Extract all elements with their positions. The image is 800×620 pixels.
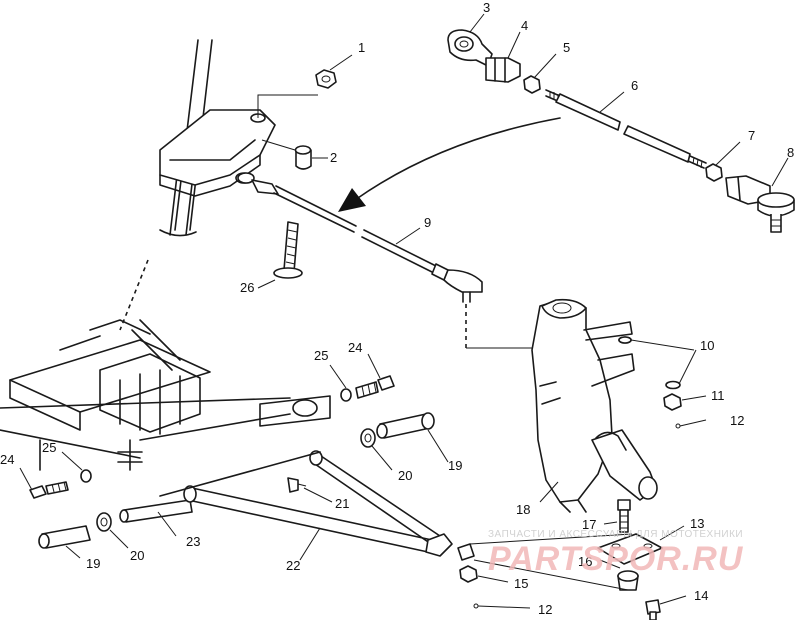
callout-2: 2 (330, 150, 337, 165)
callout-6: 6 (631, 78, 638, 93)
part-14-bolt (645, 595, 687, 620)
callout-20-upper: 20 (398, 468, 412, 483)
callout-21: 21 (335, 496, 349, 511)
watermark: ЗАПЧАСТИ И АКСЕССУАРЫ ДЛЯ МОТОТЕХНИКИ PA… (488, 529, 744, 578)
part-20-spacer-left (96, 512, 129, 549)
callout-3: 3 (483, 0, 490, 15)
part-7-jam-nut (705, 141, 741, 182)
part-13-ball-joint-plate (597, 525, 685, 565)
part-12-cotter-pin-upper (675, 419, 707, 429)
part-17-bolt (603, 499, 631, 533)
callout-13: 13 (690, 516, 704, 531)
part-24-bolt-upper (355, 353, 395, 399)
callout-7: 7 (748, 128, 755, 143)
callout-22: 22 (286, 558, 300, 573)
part-4-boot (485, 31, 521, 83)
part-12-cotter-pin-lower (473, 603, 531, 609)
part-15-nut (457, 543, 509, 583)
callout-12-upper: 12 (730, 413, 744, 428)
part-19-bushing-upper (376, 412, 449, 463)
part-10-washers (618, 336, 697, 390)
part-1-nut (315, 54, 353, 89)
callout-10: 10 (700, 338, 714, 353)
vehicle-frame (0, 319, 331, 471)
part-20-spacer-upper (360, 428, 393, 471)
callout-24-upper: 24 (348, 340, 362, 355)
part-11-nut (663, 393, 707, 411)
part-3-rod-end (447, 13, 493, 67)
callout-23: 23 (186, 534, 200, 549)
callout-12-lower: 12 (538, 602, 552, 617)
part-25-washer-upper (329, 364, 352, 402)
callout-19-left: 19 (86, 556, 100, 571)
part-22-a-arm (159, 450, 453, 561)
part-2-bushing (294, 145, 328, 170)
callout-5: 5 (563, 40, 570, 55)
part-16-ball-joint (599, 559, 639, 591)
part-21-grease-fitting (287, 477, 333, 503)
part-6-sleeve (545, 89, 707, 169)
callout-15: 15 (514, 576, 528, 591)
callout-18: 18 (516, 502, 530, 517)
part-26-bolt (257, 221, 303, 289)
callout-25-left: 25 (42, 440, 56, 455)
callout-11: 11 (711, 388, 725, 403)
part-24-bolt-left (19, 467, 69, 499)
callout-24-left: 24 (0, 452, 14, 467)
callout-14: 14 (694, 588, 708, 603)
callout-16: 16 (578, 554, 592, 569)
callout-25-upper: 25 (314, 348, 328, 363)
callout-4: 4 (521, 18, 528, 33)
callout-20-left: 20 (130, 548, 144, 563)
callout-26: 26 (240, 280, 254, 295)
watermark-brand: PARTSPOR.RU (488, 540, 744, 578)
callout-9: 9 (424, 215, 431, 230)
part-9-tie-rod (237, 172, 483, 303)
part-18-steering-knuckle (531, 298, 658, 513)
part-5-jam-nut (523, 53, 557, 94)
callout-8: 8 (787, 145, 794, 160)
assembly-arrow (338, 117, 561, 212)
steering-post (119, 39, 213, 371)
callout-1: 1 (358, 40, 365, 55)
part-8-ball-joint-end (725, 157, 795, 233)
callout-17: 17 (582, 517, 596, 532)
part-25-washer-left (61, 451, 92, 483)
part-19-bushing-left (38, 525, 91, 559)
watermark-subtitle: ЗАПЧАСТИ И АКСЕССУАРЫ ДЛЯ МОТОТЕХНИКИ (488, 529, 743, 540)
part-23-pivot-tube (119, 499, 193, 537)
callout-19-upper: 19 (448, 458, 462, 473)
